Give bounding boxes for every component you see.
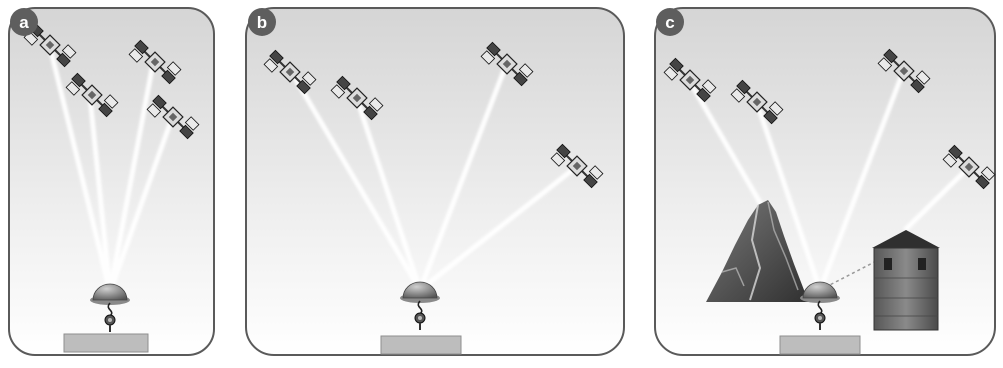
tower-icon xyxy=(872,230,940,331)
panel-label-a: a xyxy=(19,13,29,32)
panel-badge-a xyxy=(10,8,38,36)
signal-rays xyxy=(289,64,578,292)
receiver-base xyxy=(380,335,462,355)
panel-label-b: b xyxy=(257,13,267,32)
signal-rays xyxy=(47,46,175,293)
receiver-base xyxy=(779,335,861,355)
panel-c: c xyxy=(654,7,996,356)
panel-badge-b xyxy=(248,8,276,36)
signal-rays xyxy=(687,71,970,291)
mountain-icon xyxy=(706,200,810,302)
panel-label-c: c xyxy=(665,13,674,32)
reflected-path xyxy=(819,253,891,291)
panel-b: b xyxy=(245,7,625,356)
panel-a: a xyxy=(8,7,215,356)
receiver-base xyxy=(63,333,149,353)
panel-badge-c xyxy=(656,8,684,36)
